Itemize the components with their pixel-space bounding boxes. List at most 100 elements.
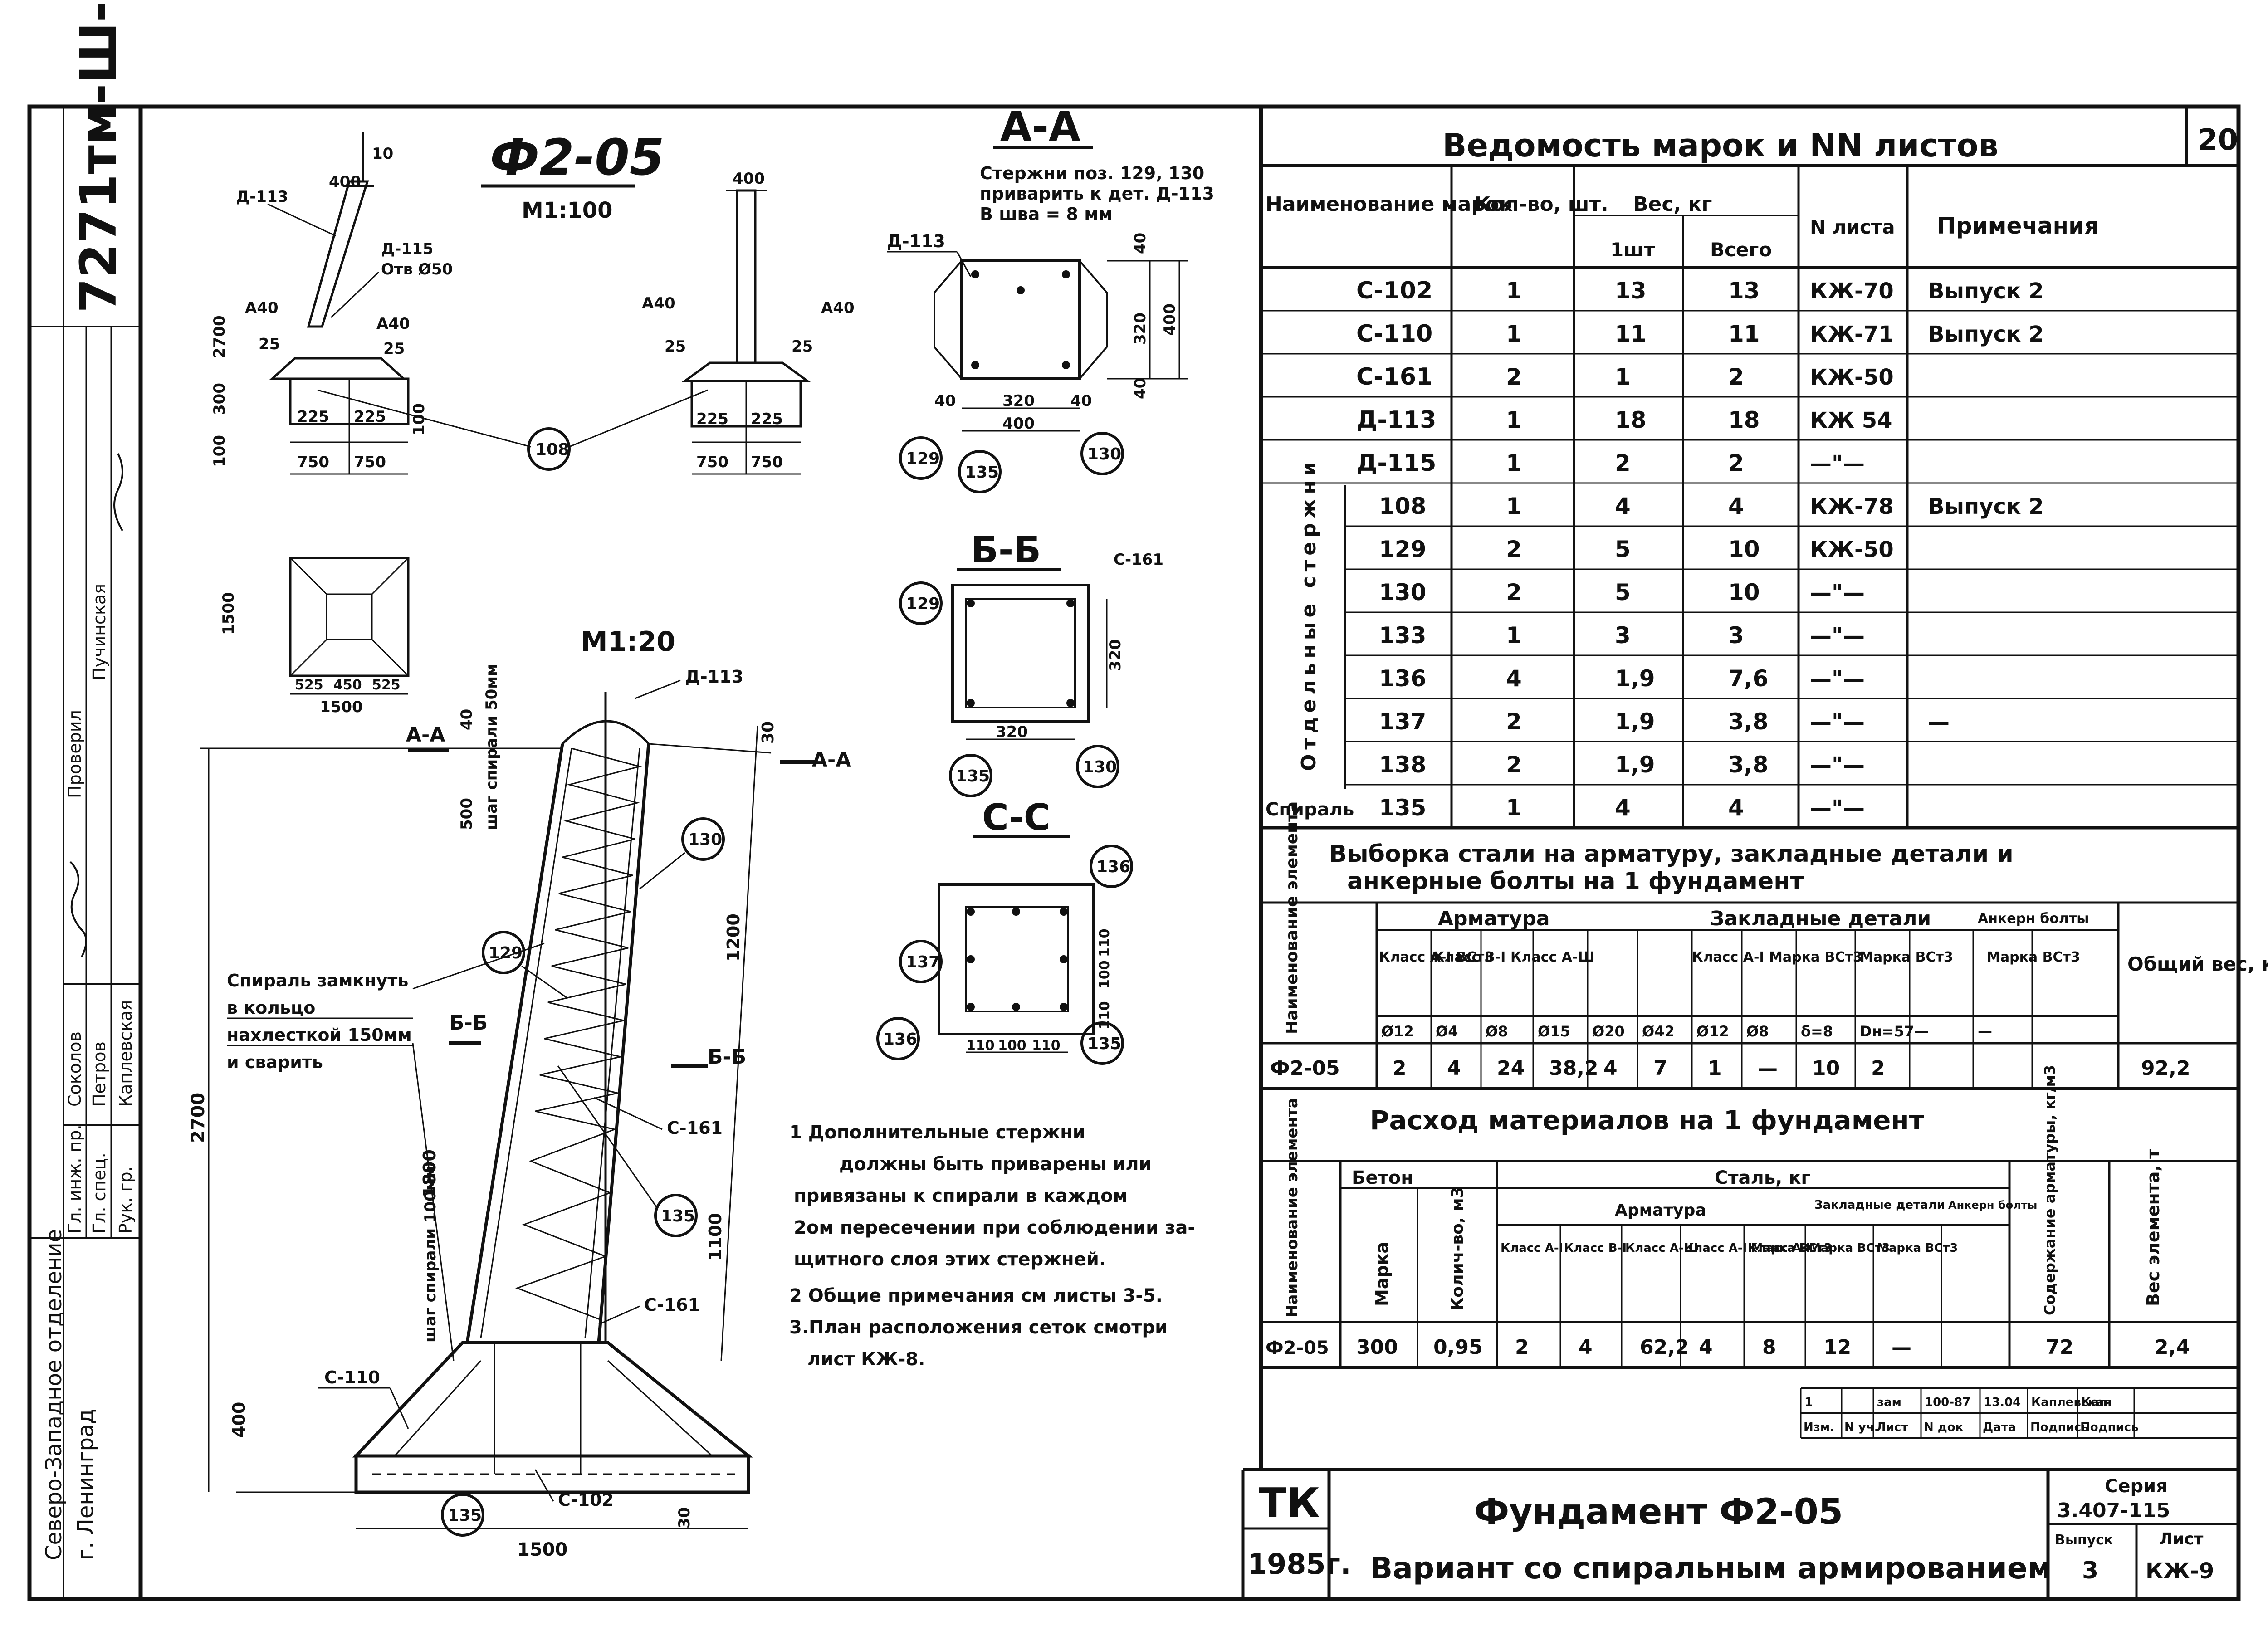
role-gl-inzh: Гл. инж. пр. (65, 1124, 85, 1234)
tk-label: ТК (1259, 1480, 1320, 1527)
svg-text:С-110: С-110 (324, 1367, 380, 1387)
ved-prefix: Спираль (1266, 799, 1354, 820)
ved-sheet: —"— (1810, 709, 1865, 735)
ved-note: Выпуск 2 (1928, 322, 2044, 347)
svg-text:Стержни поз. 129, 130: Стержни поз. 129, 130 (980, 163, 1204, 183)
svg-text:А-А: А-А (406, 723, 445, 747)
svg-text:Общий вес, кг: Общий вес, кг (2127, 953, 2268, 975)
svg-text:135: 135 (448, 1506, 482, 1525)
ved-wall: 11 (1728, 321, 1760, 347)
main-scale: М1:100 (522, 198, 613, 223)
ved-qty: 1 (1506, 321, 1522, 347)
svg-text:Бетон: Бетон (1352, 1167, 1413, 1188)
title-line-2: Вариант со спиральным армированием (1370, 1551, 2052, 1586)
svg-text:300: 300 (210, 383, 229, 415)
steel-diam: Ø15 (1538, 1023, 1570, 1040)
group-label: Отдельные стержни (1297, 457, 1320, 771)
svg-text:КЖ-9: КЖ-9 (2146, 1558, 2214, 1584)
mat-sub: Класс А-I Марка ВСт3 (1684, 1241, 1832, 1255)
svg-text:Вес элемента, т: Вес элемента, т (2143, 1149, 2163, 1306)
svg-text:320: 320 (1106, 639, 1124, 671)
svg-text:привязаны к спирали в каждом: привязаны к спирали в каждом (794, 1186, 1128, 1206)
svg-text:40: 40 (934, 392, 956, 410)
mat-sub: Класс А-I (1501, 1241, 1563, 1255)
ved-qty: 2 (1506, 752, 1522, 778)
steel-diam: Ø20 (1592, 1023, 1625, 1040)
svg-text:25: 25 (383, 340, 405, 358)
mat-val: 8 (1762, 1336, 1776, 1359)
rev-val: Каплевская (2031, 1396, 2112, 1409)
ved-qty: 1 (1506, 278, 1522, 304)
ved-wall: 18 (1728, 407, 1760, 433)
svg-text:А40: А40 (821, 299, 855, 317)
ved-note: Выпуск 2 (1928, 494, 2044, 519)
vedomost-title: Ведомость марок и NN листов (1442, 127, 1999, 164)
svg-text:225: 225 (751, 410, 783, 428)
svg-text:400: 400 (733, 170, 765, 188)
steel-diam: Ø8 (1746, 1023, 1769, 1040)
ved-wall: 2 (1728, 450, 1744, 476)
svg-text:100: 100 (998, 1038, 1026, 1054)
ved-mark: 129 (1379, 536, 1426, 562)
doc-code: 7271тм-Ш-20 (69, 0, 127, 313)
steel-val: 4 (1603, 1057, 1618, 1080)
name-sokolov: Соколов (65, 1031, 85, 1107)
svg-text:3: 3 (2082, 1557, 2098, 1584)
svg-text:1200: 1200 (723, 913, 743, 962)
steel-val: 38,2 (1549, 1057, 1598, 1080)
name-petrov: Петров (89, 1041, 109, 1107)
svg-text:в кольцо: в кольцо (227, 998, 315, 1018)
role-proveril: Проверил (65, 710, 85, 798)
svg-text:С-102: С-102 (558, 1490, 614, 1510)
ved-qty: 1 (1506, 622, 1522, 649)
svg-text:400: 400 (1161, 303, 1179, 336)
ved-sheet: —"— (1810, 623, 1865, 649)
svg-text:3.407-115: 3.407-115 (2057, 1499, 2170, 1522)
svg-text:Ф2-05: Ф2-05 (1270, 1057, 1340, 1080)
ved-wall: 4 (1728, 795, 1744, 821)
rev-label: Лист (1876, 1421, 1908, 1434)
ved-mark: 136 (1379, 665, 1426, 692)
svg-text:750: 750 (696, 453, 728, 471)
svg-text:136: 136 (883, 1030, 917, 1049)
mat-sub: Марка ВСт3 (1809, 1241, 1890, 1255)
svg-text:Арматура: Арматура (1615, 1201, 1706, 1220)
ved-sheet: КЖ-71 (1810, 322, 1894, 347)
ved-w1: 1,9 (1615, 752, 1655, 778)
svg-text:130: 130 (1087, 445, 1121, 464)
ved-mark: Д-113 (1356, 406, 1436, 434)
svg-text:Д-115: Д-115 (381, 240, 433, 258)
ved-mark: 137 (1379, 708, 1426, 735)
steel-val: 2 (1871, 1057, 1885, 1080)
left-stamp: 7271тм-Ш-20 Северо-Западное отделение г.… (29, 0, 141, 1560)
svg-text:Наименование элемента: Наименование элемента (1283, 1098, 1301, 1318)
ved-w1: 11 (1615, 321, 1647, 347)
svg-text:анкерные болты на 1 фундамент: анкерные болты на 1 фундамент (1347, 868, 1804, 895)
ved-w1: 4 (1615, 795, 1631, 821)
ved-sheet: —"— (1810, 796, 1865, 821)
svg-text:450: 450 (333, 677, 362, 693)
ved-w1: 5 (1615, 536, 1631, 562)
ved-mark: 108 (1379, 493, 1426, 519)
small-plan: 525 450 525 1500 1500 (220, 557, 410, 716)
ved-qty: 1 (1506, 450, 1522, 476)
ved-qty: 2 (1506, 579, 1522, 605)
svg-text:А40: А40 (245, 299, 279, 317)
ved-qty: 2 (1506, 708, 1522, 735)
ved-mark: С-102 (1356, 277, 1432, 304)
svg-text:А-А: А-А (1000, 103, 1080, 151)
steel-diam: — (1978, 1023, 1992, 1040)
steel-diam: Ø8 (1486, 1023, 1508, 1040)
svg-text:N листа: N листа (1810, 216, 1895, 238)
svg-text:Арматура: Арматура (1438, 907, 1550, 930)
steel-sub: Марка ВСт3 (1860, 949, 1953, 965)
ved-wall: 2 (1728, 364, 1744, 390)
svg-text:1100: 1100 (705, 1213, 725, 1261)
svg-text:нахлесткой 150мм: нахлесткой 150мм (227, 1025, 412, 1045)
ved-sheet: КЖ 54 (1810, 408, 1892, 433)
ved-w1: 4 (1615, 493, 1631, 519)
svg-text:1500: 1500 (517, 1539, 567, 1560)
svg-text:129: 129 (906, 449, 940, 468)
svg-text:135: 135 (661, 1207, 695, 1226)
